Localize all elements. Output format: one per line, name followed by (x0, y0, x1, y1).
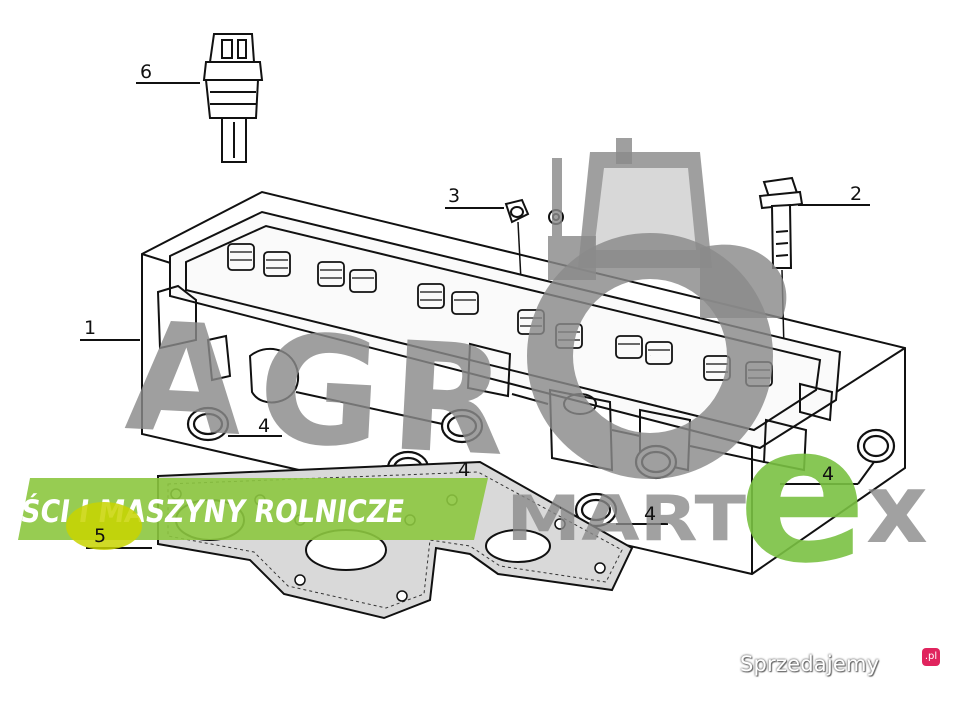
wm-letter-o: O (650, 355, 651, 357)
wm-letter-g: G (254, 302, 386, 482)
sprzedajemy-logo: Sprzedajemy (740, 652, 880, 676)
agro-watermark: A G R (122, 290, 510, 490)
pl-badge-icon: .pl (922, 648, 940, 666)
callout-1: 1 (84, 317, 96, 339)
sensor-part (202, 33, 264, 163)
wm-letter-r: R (386, 310, 510, 490)
callout-4b: 4 (458, 459, 470, 481)
callout-4c: 4 (644, 503, 656, 525)
wm-e: e (738, 384, 867, 605)
callout-4d: 4 (822, 463, 834, 485)
bolt-part (758, 176, 804, 269)
callout-4e: 4 (772, 463, 784, 485)
callout-2: 2 (850, 183, 862, 205)
callout-6: 6 (140, 61, 152, 83)
wm-x: x (866, 453, 928, 565)
callout-highlight (66, 502, 142, 550)
banner-text: CZĘŚCI I MASZYNY ROLNICZE (0, 491, 407, 530)
callout-labels: 6 3 2 1 4 4 4 4 4 5 (84, 61, 862, 547)
wm-letter-a: A (122, 290, 247, 470)
wm-mart: MART (506, 482, 746, 555)
callout-3: 3 (448, 185, 460, 207)
callout-5: 5 (94, 525, 106, 547)
callout-4a: 4 (258, 415, 270, 437)
wheel-o-watermark: O (527, 233, 773, 479)
